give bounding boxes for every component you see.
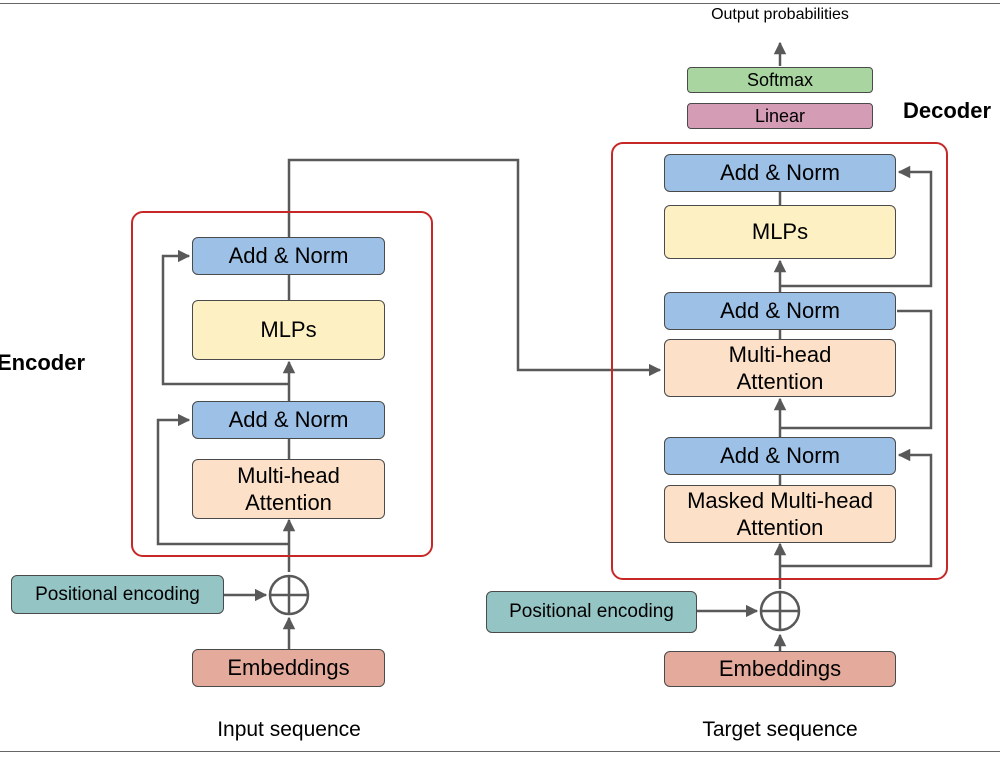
enc-add-norm-bottom-box: Add & Norm xyxy=(192,401,385,439)
top-divider xyxy=(0,3,1000,4)
softmax-box: Softmax xyxy=(687,67,873,93)
enc-positional-encoding-box: Positional encoding xyxy=(11,575,224,614)
enc-residual-2-wire xyxy=(161,249,289,386)
enc-sum-node xyxy=(268,574,310,616)
dec-mlps-box: MLPs xyxy=(664,205,896,259)
bottom-divider xyxy=(0,751,1000,752)
encoder-block-frame xyxy=(131,211,433,557)
dec-add-norm-bottom-box: Add & Norm xyxy=(664,437,896,475)
enc-mlps-box: MLPs xyxy=(192,300,385,360)
dec-residual-1-wire xyxy=(780,448,933,568)
dec-add-norm-middle-box: Add & Norm xyxy=(664,292,896,330)
output-probabilities-label: Output probabilities xyxy=(711,6,849,23)
dec-residual-3-wire xyxy=(780,165,933,288)
enc-residual-1-wire xyxy=(156,413,289,546)
dec-embeddings-box: Embeddings xyxy=(664,651,896,687)
linear-box: Linear xyxy=(687,103,873,129)
enc-add-norm-top-box: Add & Norm xyxy=(192,237,385,275)
enc-embeddings-box: Embeddings xyxy=(192,649,385,687)
encoder-title: Encoder xyxy=(0,350,86,375)
dec-multi-head-attention-box: Multi-head Attention xyxy=(664,339,896,397)
enc-to-dec-cross-wire xyxy=(287,158,662,377)
decoder-block-frame xyxy=(611,142,948,580)
input-sequence-label: Input sequence xyxy=(217,718,361,741)
enc-multi-head-attention-box: Multi-head Attention xyxy=(192,459,385,519)
dec-sum-node xyxy=(759,590,801,632)
dec-positional-encoding-box: Positional encoding xyxy=(486,591,697,633)
decoder-title: Decoder xyxy=(903,98,992,123)
target-sequence-label: Target sequence xyxy=(702,718,858,741)
dec-add-norm-top-box: Add & Norm xyxy=(664,154,896,192)
dec-residual-2-wire xyxy=(780,309,933,430)
dec-masked-multi-head-attention-box: Masked Multi-head Attention xyxy=(664,485,896,543)
